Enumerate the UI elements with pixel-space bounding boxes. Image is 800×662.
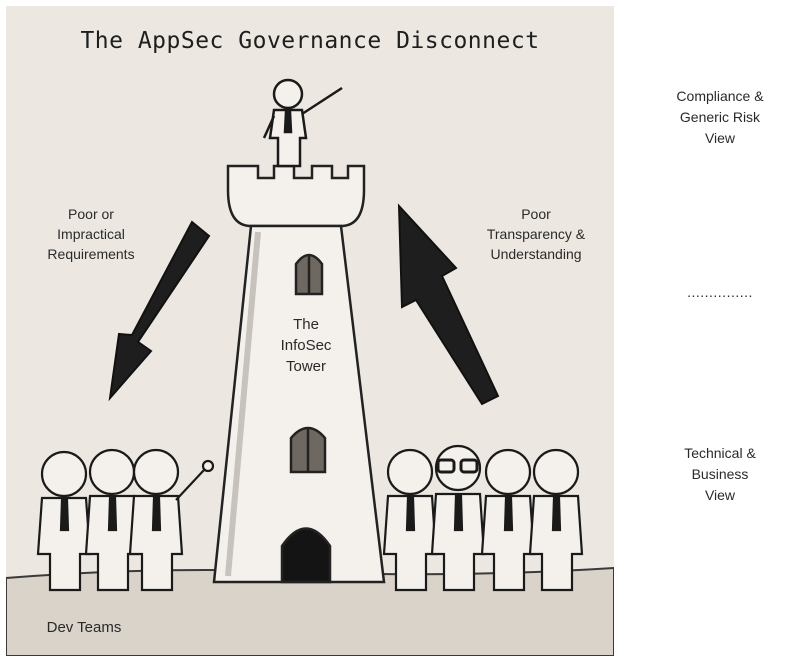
- compliance-view-label: Compliance & Generic Risk View: [676, 88, 764, 146]
- dev-person: [382, 448, 438, 592]
- dev-person: [84, 448, 140, 592]
- left-arrow-icon: [108, 220, 211, 402]
- tower-label: The InfoSec Tower: [280, 316, 332, 375]
- right-arrow-icon: [397, 203, 500, 406]
- dev-person: [528, 448, 584, 592]
- dev-person-pointing: [128, 448, 215, 592]
- governance-illustration: The AppSec Governance Disconnect Poor or…: [6, 6, 614, 656]
- technical-view-label: Technical & Business View: [684, 445, 756, 503]
- dev-person: [480, 448, 536, 592]
- dev-person-glasses: [430, 444, 486, 592]
- sketch-drawing: [6, 78, 614, 656]
- dev-teams-label: Dev Teams: [46, 619, 122, 636]
- right-arrow-label: Poor Transparency & Understanding: [486, 206, 586, 262]
- left-arrow-label: Poor or Impractical Requirements: [47, 206, 135, 262]
- diagram-title: The AppSec Governance Disconnect: [80, 28, 540, 54]
- top-figure: [262, 78, 343, 168]
- view-separator: ...............: [687, 284, 753, 300]
- infosec-tower: [212, 164, 386, 584]
- tower-door: [280, 527, 332, 584]
- dev-person: [36, 450, 92, 592]
